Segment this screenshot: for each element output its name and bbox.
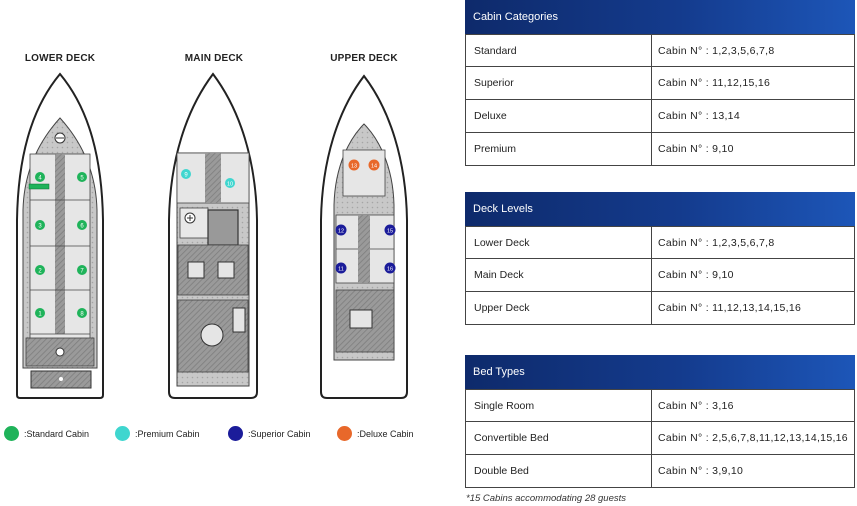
cabin-marker-2 (35, 265, 45, 275)
svg-text:11: 11 (338, 267, 344, 273)
cabin-marker-3 (35, 220, 45, 230)
cabin-categories-table: Cabin Categories Standard Cabin N° : 1,2… (465, 0, 855, 166)
table-row: Double Bed Cabin N° : 3,9,10 (465, 455, 855, 488)
table-row: Deluxe Cabin N° : 13,14 (465, 100, 855, 133)
svg-text:14: 14 (371, 164, 377, 170)
svg-text:5: 5 (80, 176, 84, 182)
row-value: Cabin N° : 1,2,3,5,6,7,8 (658, 44, 775, 57)
cabin-marker-13 (348, 159, 360, 171)
svg-text:12: 12 (338, 229, 344, 235)
svg-text:10: 10 (227, 182, 233, 188)
premium-dot-icon (115, 426, 130, 441)
svg-text:16: 16 (387, 267, 393, 273)
legend-prefix: : (248, 428, 251, 439)
cabin-marker-15 (384, 224, 396, 236)
svg-text:1: 1 (38, 312, 42, 318)
table-row: Standard Cabin N° : 1,2,3,5,6,7,8 (465, 34, 855, 67)
cabin-marker-5 (77, 172, 87, 182)
main-deck-title: MAIN DECK (184, 53, 244, 64)
legend-superior-label: Superior Cabin (250, 428, 311, 439)
cabin-marker-10 (225, 178, 235, 188)
main-deck-hull: 9 10 (168, 72, 258, 399)
row-value: Cabin N° : 3,16 (658, 399, 734, 412)
cabin-legend: : Standard Cabin : Premium Cabin : Super… (0, 426, 440, 446)
svg-text:8: 8 (80, 312, 84, 318)
row-label: Premium (466, 133, 652, 165)
deck-levels-table: Deck Levels Lower Deck Cabin N° : 1,2,3,… (465, 192, 855, 325)
legend-deluxe: : Deluxe Cabin (337, 426, 414, 441)
row-label: Main Deck (466, 259, 652, 291)
row-label: Upper Deck (466, 292, 652, 324)
legend-premium: : Premium Cabin (115, 426, 200, 441)
bed-types-table: Bed Types Single Room Cabin N° : 3,16 Co… (465, 355, 855, 488)
standard-dot-icon (4, 426, 19, 441)
svg-text:2: 2 (38, 269, 42, 275)
table-row: Premium Cabin N° : 9,10 (465, 133, 855, 166)
cabin-marker-6 (77, 220, 87, 230)
cabin-marker-12 (335, 224, 347, 236)
deck-plan-drawing: 4 5 3 6 2 7 1 8 9 10 (16, 72, 408, 399)
row-value: Cabin N° : 1,2,3,5,6,7,8 (658, 236, 775, 249)
cabin-marker-4 (35, 172, 45, 182)
svg-text:9: 9 (184, 173, 188, 179)
svg-text:15: 15 (387, 229, 393, 235)
row-label: Deluxe (466, 100, 652, 132)
lower-deck-hull (16, 72, 104, 399)
cabin-marker-14 (368, 159, 380, 171)
row-label: Single Room (466, 390, 652, 421)
row-value: Cabin N° : 3,9,10 (658, 465, 744, 477)
table-row: Upper Deck Cabin N° : 11,12,13,14,15,16 (465, 292, 855, 325)
row-label: Standard (466, 35, 652, 66)
table-row: Main Deck Cabin N° : 9,10 (465, 259, 855, 292)
cabin-marker-16 (384, 262, 396, 274)
legend-standard-label: Standard Cabin (26, 428, 90, 439)
row-label: Superior (466, 67, 652, 99)
table-header: Cabin Categories (465, 0, 855, 34)
svg-text:7: 7 (80, 269, 84, 275)
table-row: Lower Deck Cabin N° : 1,2,3,5,6,7,8 (465, 226, 855, 259)
svg-text:3: 3 (38, 224, 42, 230)
cabin-marker-11 (335, 262, 347, 274)
legend-standard: : Standard Cabin (4, 426, 89, 441)
deluxe-dot-icon (337, 426, 352, 441)
upper-deck-hull: 13 14 12 15 11 16 (320, 74, 408, 399)
table-row: Superior Cabin N° : 11,12,15,16 (465, 67, 855, 100)
svg-text:4: 4 (38, 176, 42, 182)
cabin-marker-9 (181, 169, 191, 179)
row-value: Cabin N° : 13,14 (658, 110, 740, 122)
legend-superior: : Superior Cabin (228, 426, 311, 441)
table-row: Convertible Bed Cabin N° : 2,5,6,7,8,11,… (465, 422, 855, 455)
table-header: Bed Types (465, 355, 855, 389)
row-value: Cabin N° : 9,10 (658, 143, 734, 155)
superior-dot-icon (228, 426, 243, 441)
table-header: Deck Levels (465, 192, 855, 226)
footnote: *15 Cabins accommodating 28 guests (466, 493, 627, 504)
row-label: Double Bed (466, 455, 652, 487)
legend-prefix: : (357, 428, 360, 439)
row-value: Cabin N° : 9,10 (658, 269, 734, 281)
cabin-marker-8 (77, 308, 87, 318)
upper-deck-title: UPPER DECK (330, 53, 398, 64)
table-row: Single Room Cabin N° : 3,16 (465, 389, 855, 422)
row-value: Cabin N° : 11,12,15,16 (658, 77, 771, 89)
legend-prefix: : (24, 428, 27, 439)
svg-text:6: 6 (80, 224, 84, 230)
legend-prefix: : (135, 428, 138, 439)
row-value: Cabin N° : 11,12,13,14,15,16 (658, 302, 802, 314)
row-label: Convertible Bed (466, 422, 652, 454)
row-label: Lower Deck (466, 227, 652, 258)
lower-deck-cabins: 4 5 3 6 2 7 1 8 (35, 172, 87, 318)
svg-text:13: 13 (351, 164, 357, 170)
legend-premium-label: Premium Cabin (137, 428, 200, 439)
legend-deluxe-label: Deluxe Cabin (359, 428, 414, 439)
cabin-marker-1 (35, 308, 45, 318)
lower-deck-title: LOWER DECK (24, 53, 96, 64)
row-value: Cabin N° : 2,5,6,7,8,11,12,13,14,15,16 (658, 432, 848, 444)
cabin-marker-7 (77, 265, 87, 275)
